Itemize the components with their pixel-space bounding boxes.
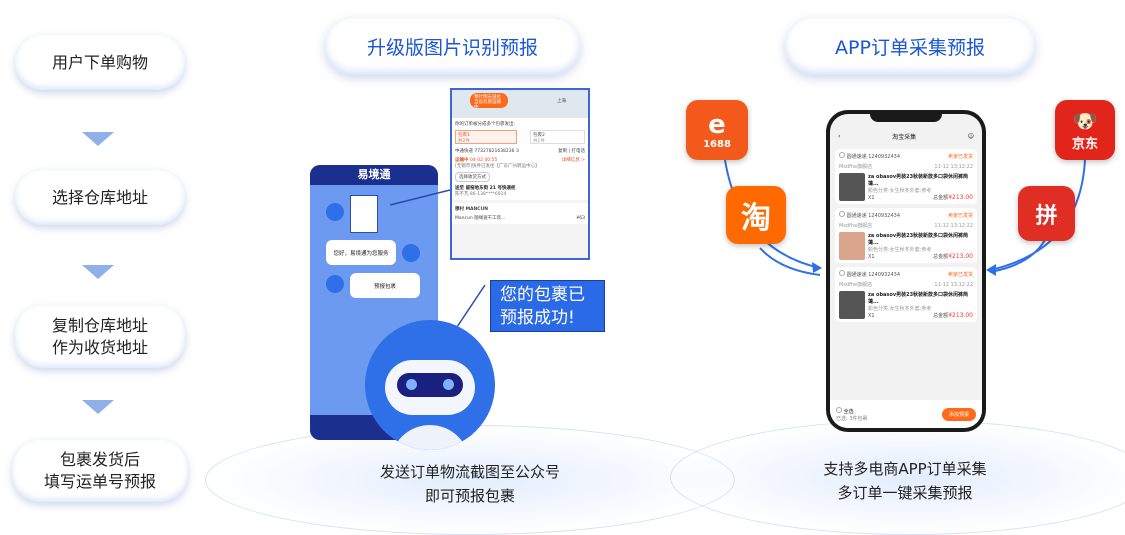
step-1: 用户下单购物	[15, 35, 185, 90]
add-forecast-button[interactable]: 添加预报	[941, 407, 976, 421]
avatar	[402, 244, 420, 262]
app-taobao-icon: 淘	[726, 186, 786, 244]
product-image	[839, 232, 865, 260]
left-caption: 发送订单物流截图至公众号 即可预报包裹	[379, 463, 560, 505]
section-title-right: APP订单采集预报	[785, 18, 1035, 75]
app-jd-icon: 🐶京东	[1055, 100, 1115, 160]
right-caption: 支持多电商APP订单采集 多订单一键采集预报	[823, 460, 987, 502]
arrow-down-icon	[82, 400, 114, 414]
step-4: 包裹发货后填写运单号预报	[12, 440, 188, 502]
map: 预计明天送达当前包裹运输中 上海	[452, 90, 588, 118]
user-icon[interactable]: ☺	[967, 133, 974, 140]
arrow-down-icon	[82, 132, 114, 146]
avatar	[326, 275, 344, 293]
detail-link[interactable]: 详细信息 >	[561, 158, 585, 163]
success-bubble: 您的包裹已 预报成功!	[490, 280, 605, 332]
phone-header: 淘宝采集	[892, 134, 917, 141]
choose-delivery-button[interactable]: 选择收货方式	[455, 172, 490, 182]
product-image	[839, 291, 865, 319]
avatar	[326, 203, 344, 221]
chat-message: 预报包裹	[350, 273, 420, 298]
product-image	[839, 173, 865, 201]
copy-call-actions[interactable]: 复制 | 打电话	[558, 149, 585, 154]
arrow-down-icon	[82, 265, 114, 279]
order-checkbox[interactable]	[839, 152, 845, 158]
order-checkbox[interactable]	[839, 211, 845, 217]
robot-mascot	[365, 320, 495, 450]
step-3: 复制仓库地址作为收货地址	[15, 305, 185, 368]
app-pinduoduo-icon: 拼	[1018, 186, 1075, 241]
screenshot-thumbnail	[350, 195, 378, 233]
select-all-checkbox[interactable]	[836, 406, 842, 413]
back-icon[interactable]: ‹	[838, 133, 841, 140]
chat-message: 您好，易境通为您服务	[326, 240, 396, 265]
section-title-left: 升级版图片识别预报	[325, 18, 580, 75]
chat-app-title: 易境通	[310, 165, 438, 185]
shop-card: 穆村 MANCUN Mancun 随绳速干工装...¥63	[452, 203, 588, 224]
step-2: 选择仓库地址	[15, 170, 185, 225]
bottom-bar: 全选已选: 3件包裹 添加预报	[830, 400, 982, 428]
order-checkbox[interactable]	[839, 270, 845, 276]
